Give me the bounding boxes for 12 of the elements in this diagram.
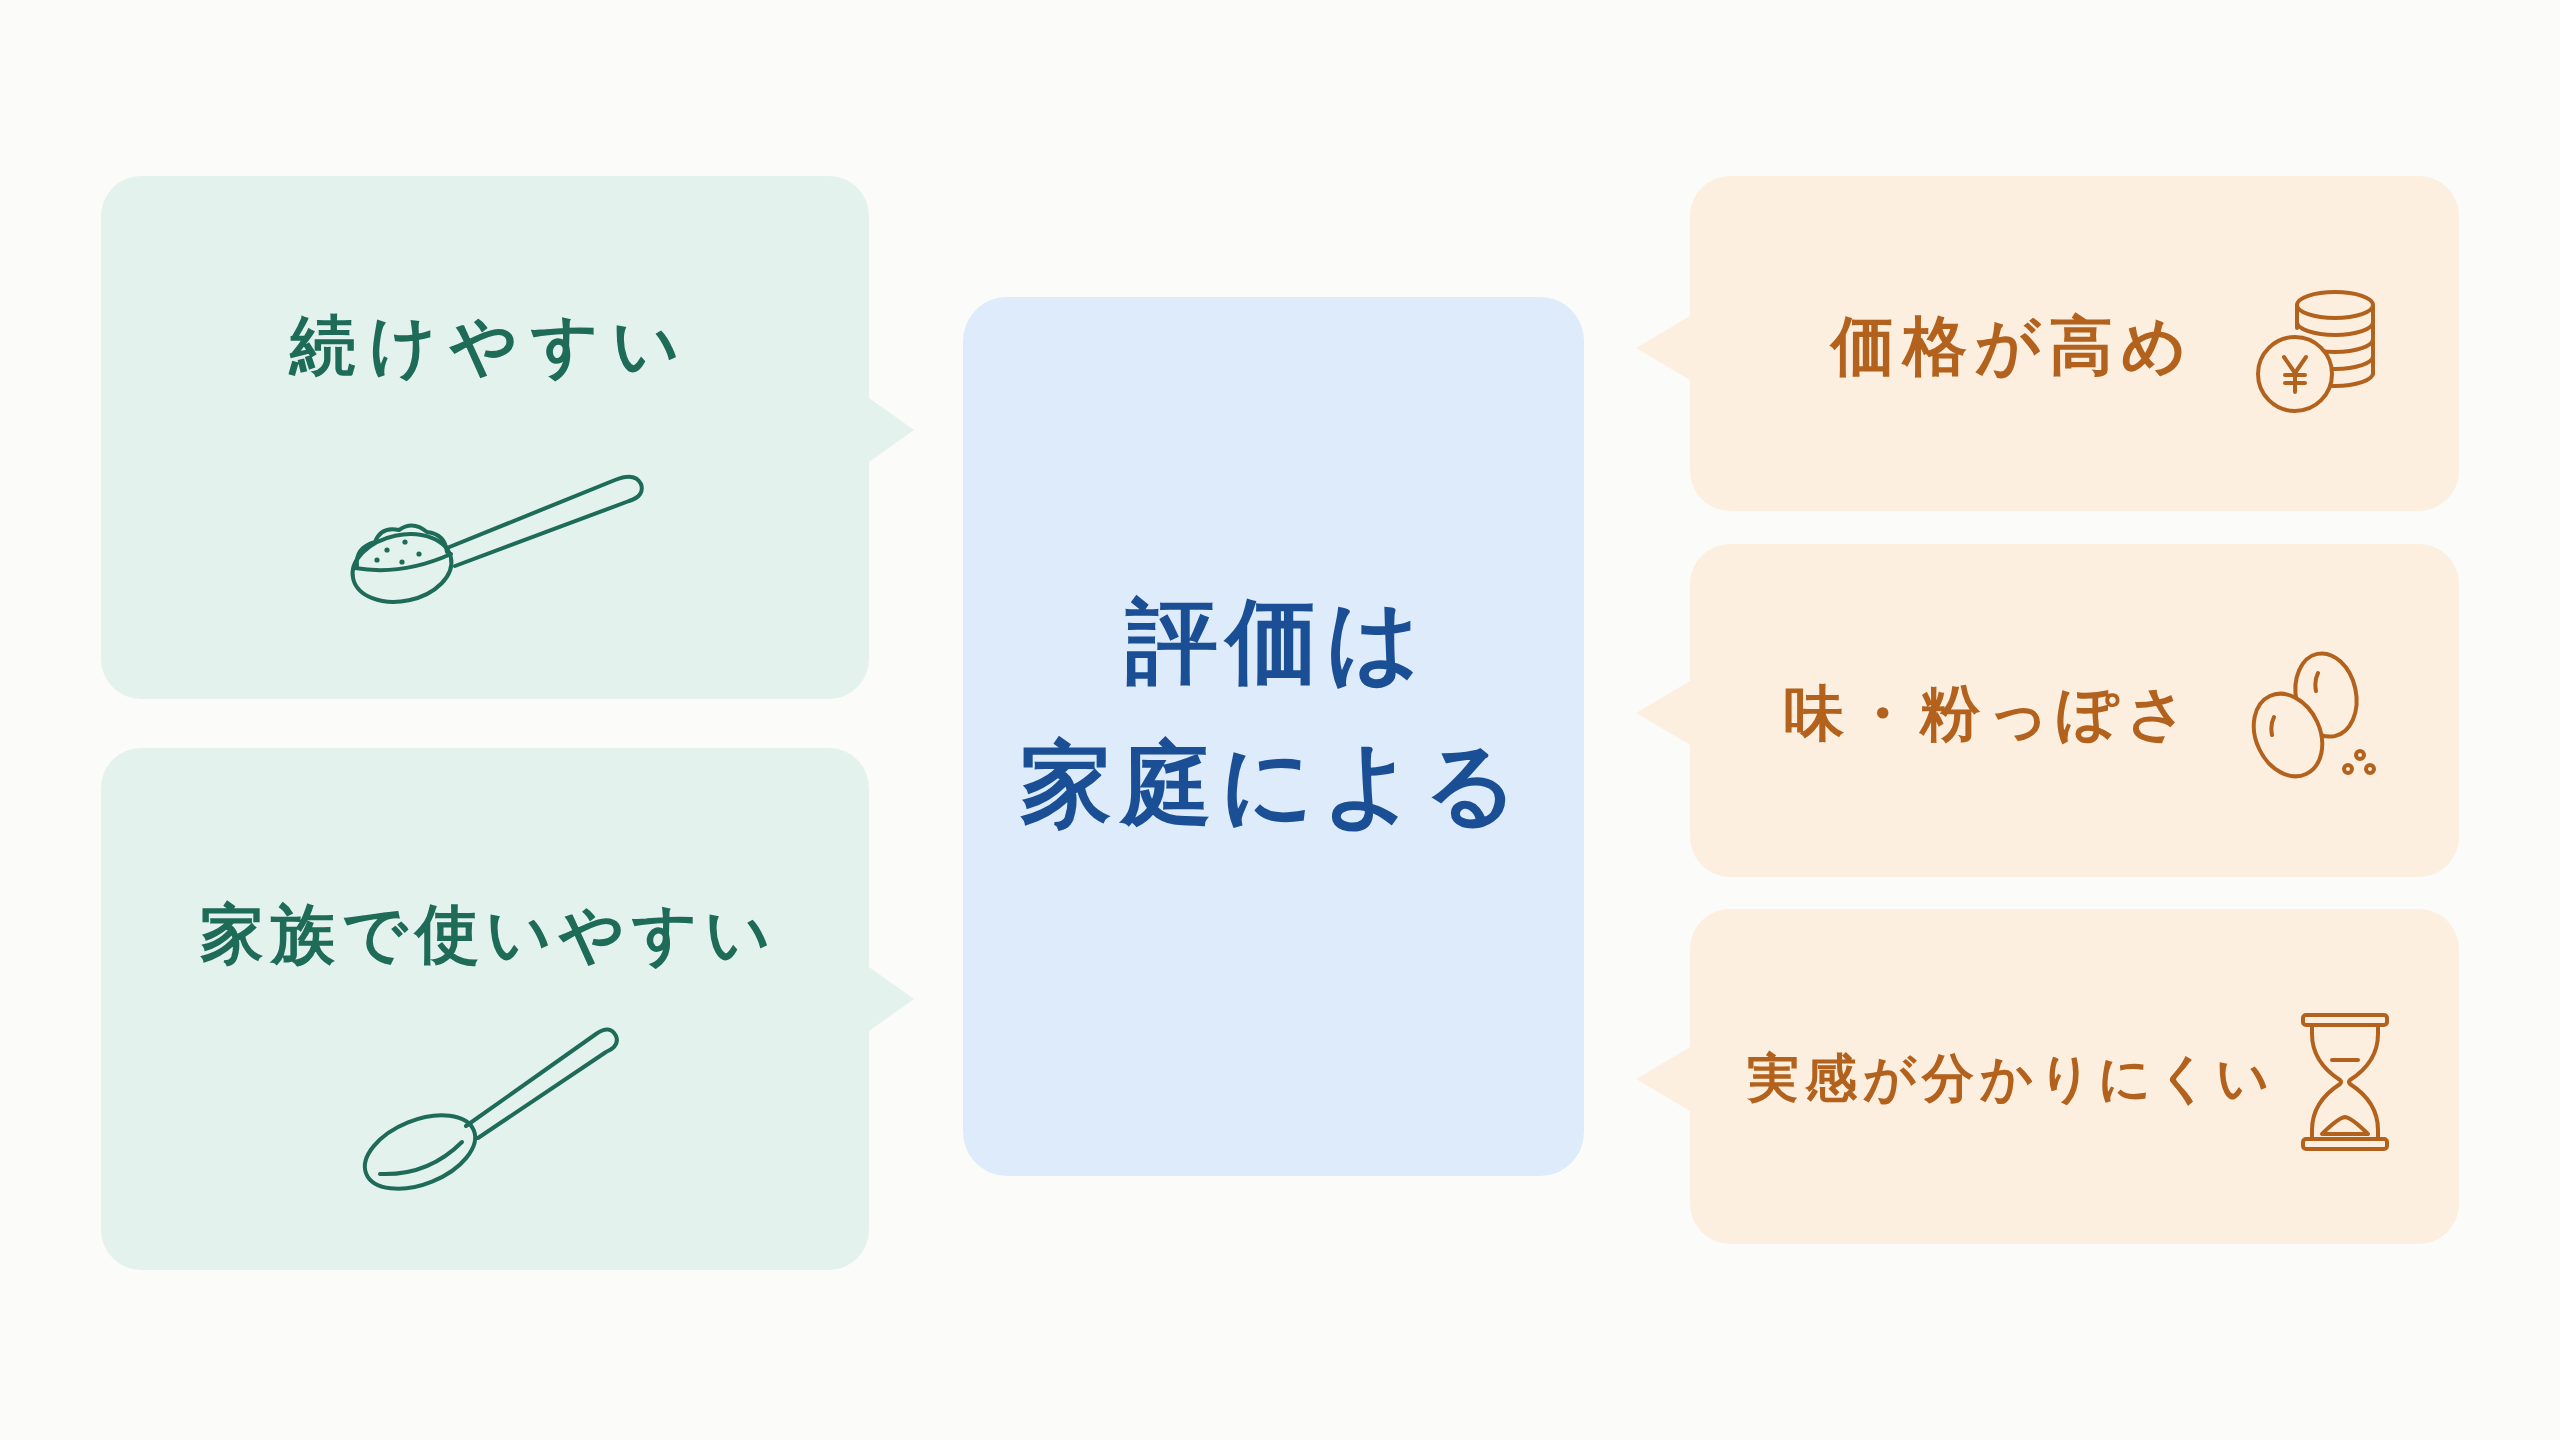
speech-bubble	[1636, 909, 2459, 1244]
point-text: 味・粉っぽさ	[1783, 676, 2195, 750]
speech-bubble	[101, 748, 914, 1270]
point-text: 実感が分かりにくい	[1746, 1046, 2275, 1110]
speech-bubble	[101, 176, 914, 699]
summary-text: 評価は家庭による	[1020, 587, 1526, 840]
summary-panel	[963, 297, 1584, 1176]
point-text: 続けやすい	[287, 305, 693, 386]
speech-bubble	[1636, 176, 2459, 511]
speech-bubble	[1636, 544, 2459, 877]
point-text: 家族で使いやすい	[198, 896, 778, 973]
point-text: 価格が高め	[1828, 308, 2195, 385]
